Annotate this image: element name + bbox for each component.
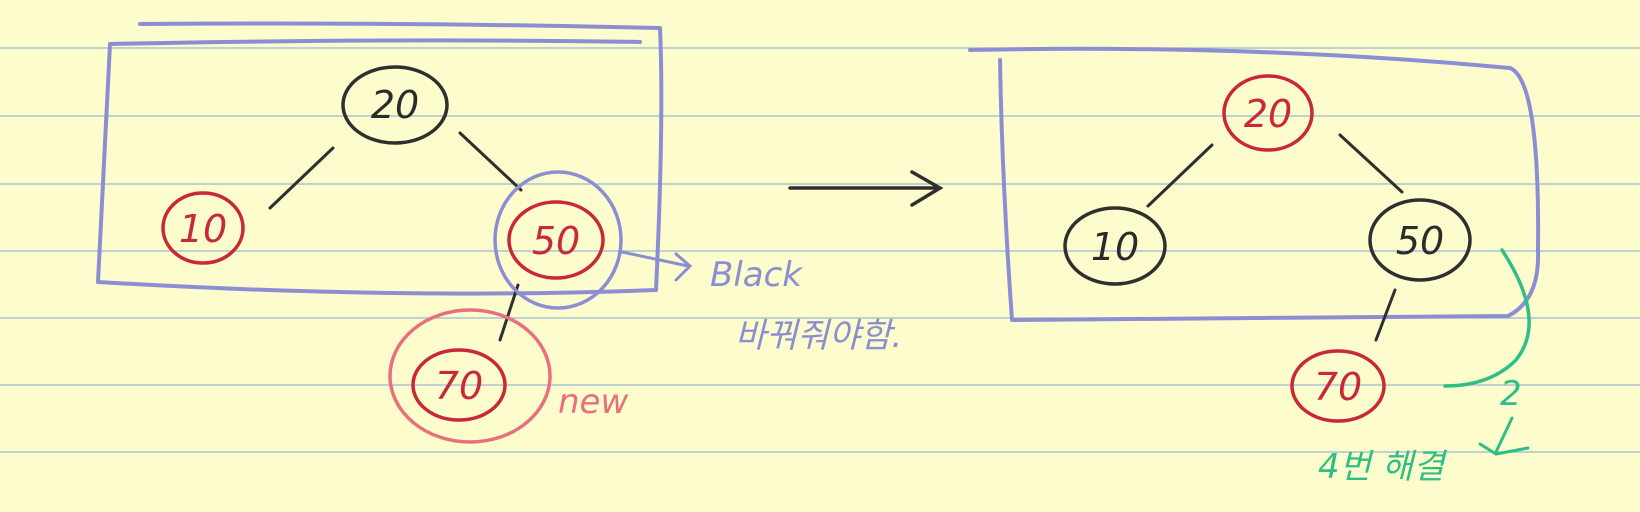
before-node-10: 10 [161,191,245,265]
after-edge-20-10 [1146,143,1214,208]
rotation-arc [1443,248,1531,388]
after-subtree-box [968,46,1541,322]
before-node-50-label: 50 [532,219,580,263]
annotation-solved: 4번 해결 [1318,447,1448,487]
after-node-70: 70 [1290,349,1386,423]
after-edge-50-70 [1374,288,1397,342]
new-node-label: new [558,382,628,422]
after-edge-20-50 [1338,133,1404,194]
before-node-20: 20 [341,65,449,145]
before-subtree-box [96,21,664,296]
after-node-50-label: 50 [1396,219,1444,263]
fix-arrow [1478,416,1530,456]
before-node-70: 70 [388,308,552,444]
after-node-10: 10 [1063,206,1167,286]
annotation-black: Black [710,255,803,295]
before-node-20-label: 20 [371,83,419,127]
step-mark: 2 [1500,374,1522,414]
ruled-lines [0,47,1640,453]
before-edge-20-50 [458,131,523,192]
after-node-50: 50 [1368,198,1472,282]
before-node-70-label: 70 [435,364,483,408]
after-node-20-label: 20 [1244,92,1292,136]
before-node-10-label: 10 [179,207,227,251]
before-edge-50-70 [498,283,520,342]
before-annotation-arrow [620,250,693,282]
after-node-20: 20 [1222,74,1314,152]
after-node-70-label: 70 [1314,365,1362,409]
before-edge-20-10 [268,146,335,210]
before-node-50: 50 [493,170,623,310]
transition-arrow [788,170,944,207]
annotation-recolor: 바꿔줘야함. [735,316,902,356]
after-node-10-label: 10 [1091,225,1139,269]
